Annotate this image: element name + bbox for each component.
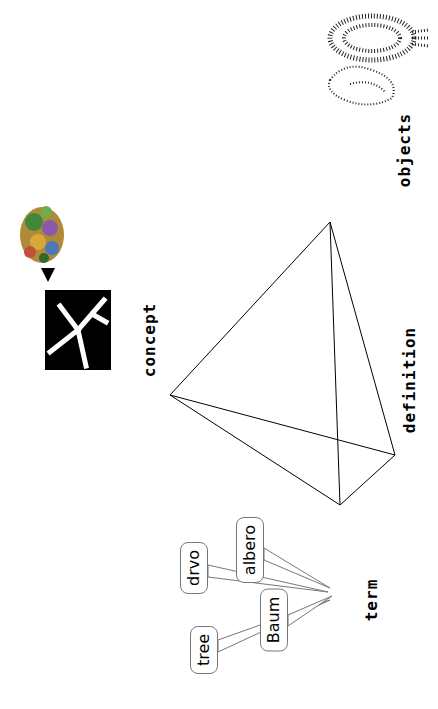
speech-bubble: tree: [190, 626, 218, 674]
speech-bubble: Baum: [260, 589, 288, 652]
term-word: drvo: [185, 550, 203, 586]
speech-bubble: drvo: [180, 542, 208, 594]
brain-picture: [20, 206, 64, 263]
vertex-label: concept: [141, 301, 159, 379]
term-word: Baum: [265, 597, 283, 644]
term-word: albero: [241, 525, 259, 575]
vertex-label: objects: [396, 111, 414, 189]
bubble-tail: [208, 548, 332, 652]
tetrahedron: [170, 222, 395, 505]
concept-symbol: [45, 290, 111, 370]
term-word: tree: [195, 634, 213, 666]
vertex-label: term: [363, 577, 381, 624]
speech-bubble: albero: [236, 517, 264, 583]
tree-picture: [329, 16, 428, 105]
vertex-label: definition: [401, 325, 419, 435]
arrow-symbol: [41, 268, 55, 282]
